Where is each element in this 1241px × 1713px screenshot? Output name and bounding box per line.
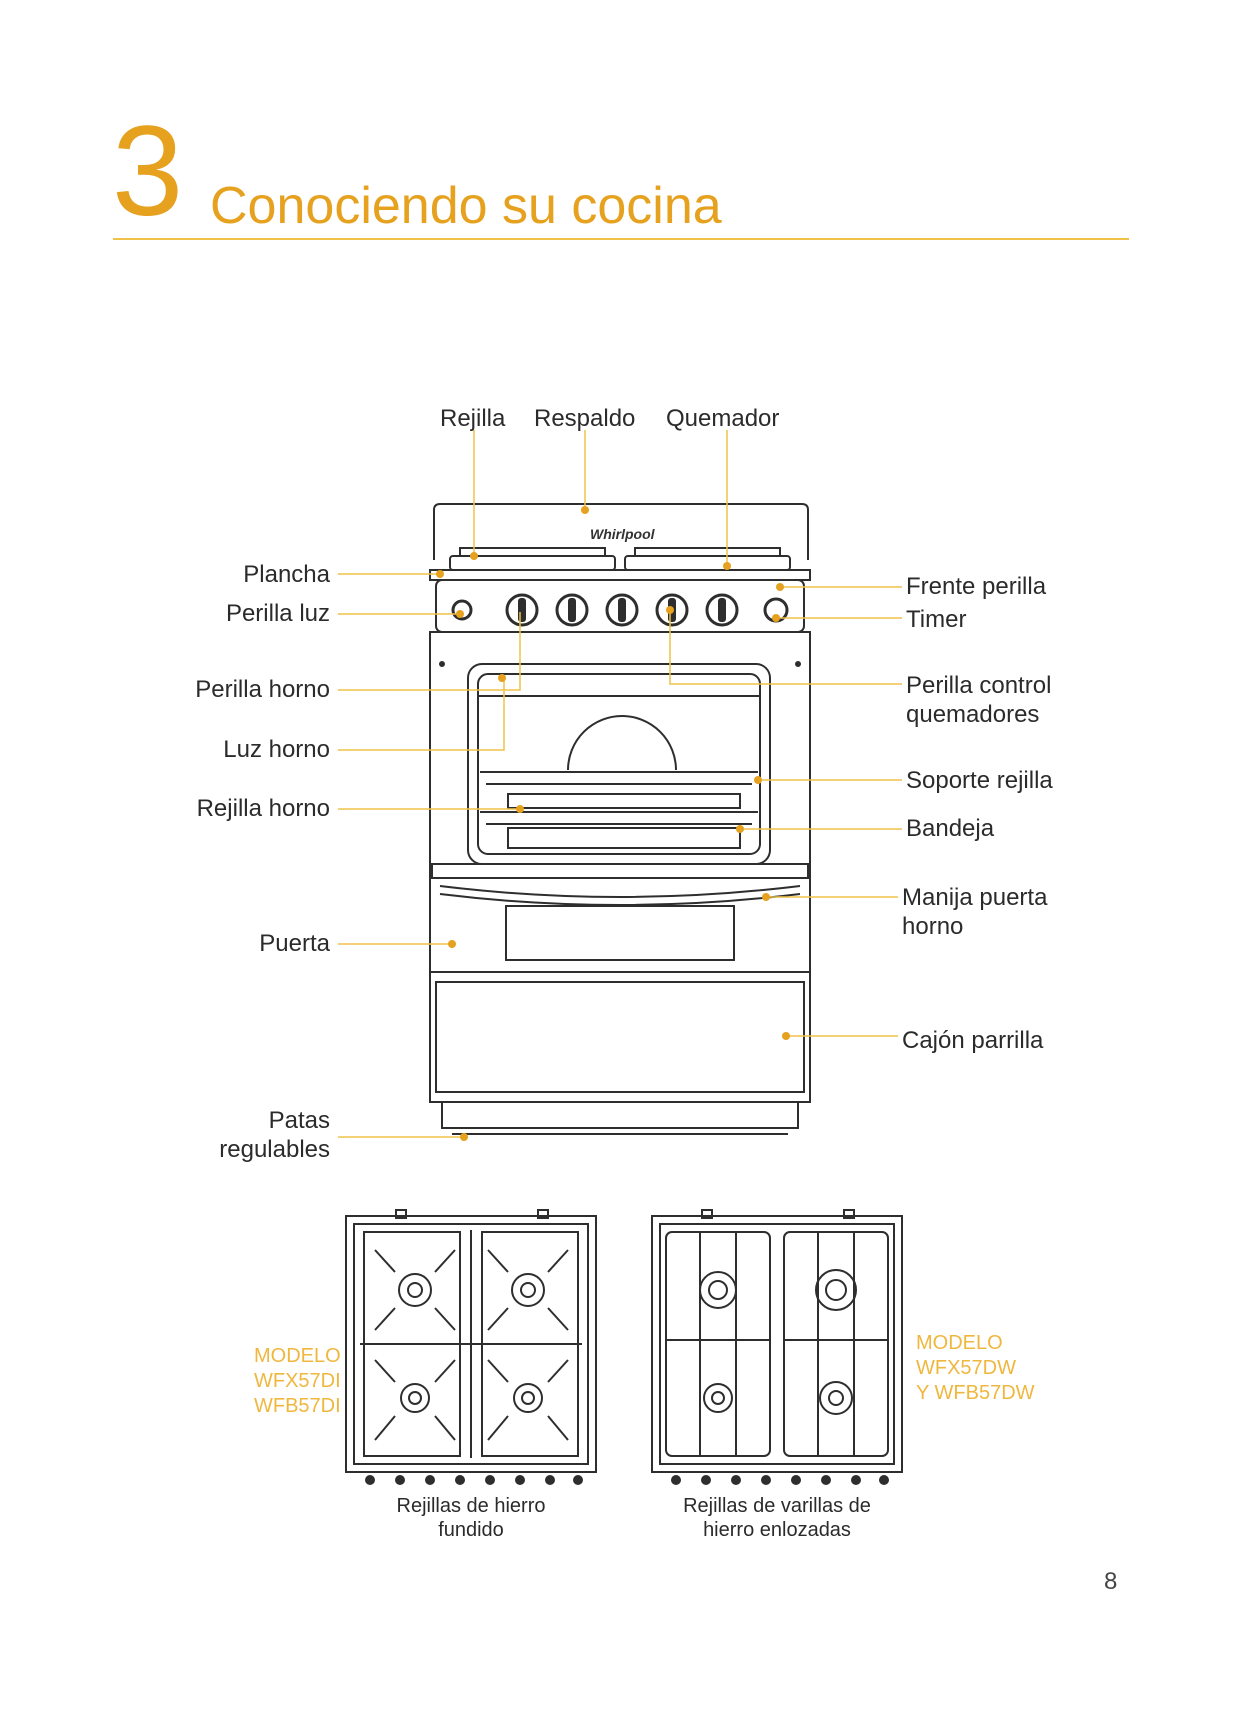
label-luz-horno: Luz horno	[223, 736, 330, 763]
section-number: 3	[112, 100, 184, 243]
title-divider	[113, 238, 1129, 240]
label-regulables: regulables	[219, 1136, 330, 1163]
label-horno: horno	[902, 913, 964, 940]
caption-right-line2: hierro enlozadas	[703, 1519, 851, 1541]
section-title: Conociendo su cocina	[210, 177, 722, 235]
label-manija-puerta: Manija puerta	[902, 884, 1048, 911]
label-quemadores: quemadores	[906, 701, 1040, 728]
label-rejilla-horno: Rejilla horno	[196, 795, 330, 822]
brand-logo: Whirlpool	[590, 526, 655, 542]
label-bandeja: Bandeja	[906, 815, 995, 842]
model-left-line3: WFB57DI	[254, 1395, 341, 1417]
model-left-line1: MODELO	[254, 1345, 341, 1367]
page-number: 8	[1104, 1568, 1118, 1595]
label-patas: Patas	[268, 1107, 330, 1134]
caption-right-line1: Rejillas de varillas de	[683, 1495, 871, 1517]
label-rejilla: Rejilla	[440, 405, 506, 432]
label-perilla-horno: Perilla horno	[195, 676, 330, 703]
label-frente-perilla: Frente perilla	[906, 573, 1047, 600]
label-perilla-control: Perilla control	[906, 672, 1052, 699]
caption-left-line2: fundido	[438, 1519, 504, 1541]
caption-left-line1: Rejillas de hierro	[396, 1495, 546, 1517]
model-right-line1: MODELO	[916, 1332, 1003, 1354]
model-right-line2: WFX57DW	[916, 1357, 1016, 1379]
model-right-line3: Y WFB57DW	[916, 1382, 1035, 1404]
label-puerta: Puerta	[259, 930, 330, 957]
label-respaldo: Respaldo	[534, 405, 636, 432]
label-perilla-luz: Perilla luz	[225, 600, 330, 627]
label-cajon-parrilla: Cajón parrilla	[902, 1027, 1044, 1054]
label-quemador: Quemador	[666, 405, 780, 432]
label-soporte-rejilla: Soporte rejilla	[906, 767, 1053, 794]
label-plancha: Plancha	[243, 561, 330, 588]
model-left-line2: WFX57DI	[254, 1370, 341, 1392]
label-timer: Timer	[906, 606, 967, 633]
